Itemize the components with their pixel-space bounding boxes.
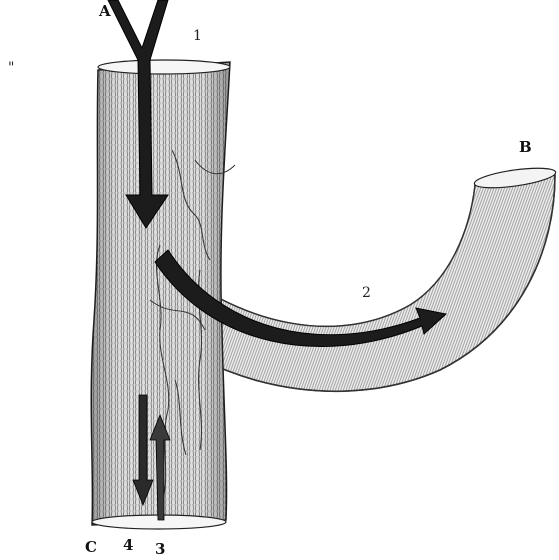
label-3: 3: [155, 540, 165, 558]
label-c: C: [85, 538, 97, 556]
top-opening: [98, 60, 230, 74]
stray-mark: ": [8, 60, 14, 76]
label-2: 2: [362, 285, 371, 301]
label-1: 1: [193, 28, 202, 44]
label-b: B: [519, 138, 532, 156]
label-4: 4: [123, 536, 133, 554]
label-a: A: [98, 2, 111, 20]
